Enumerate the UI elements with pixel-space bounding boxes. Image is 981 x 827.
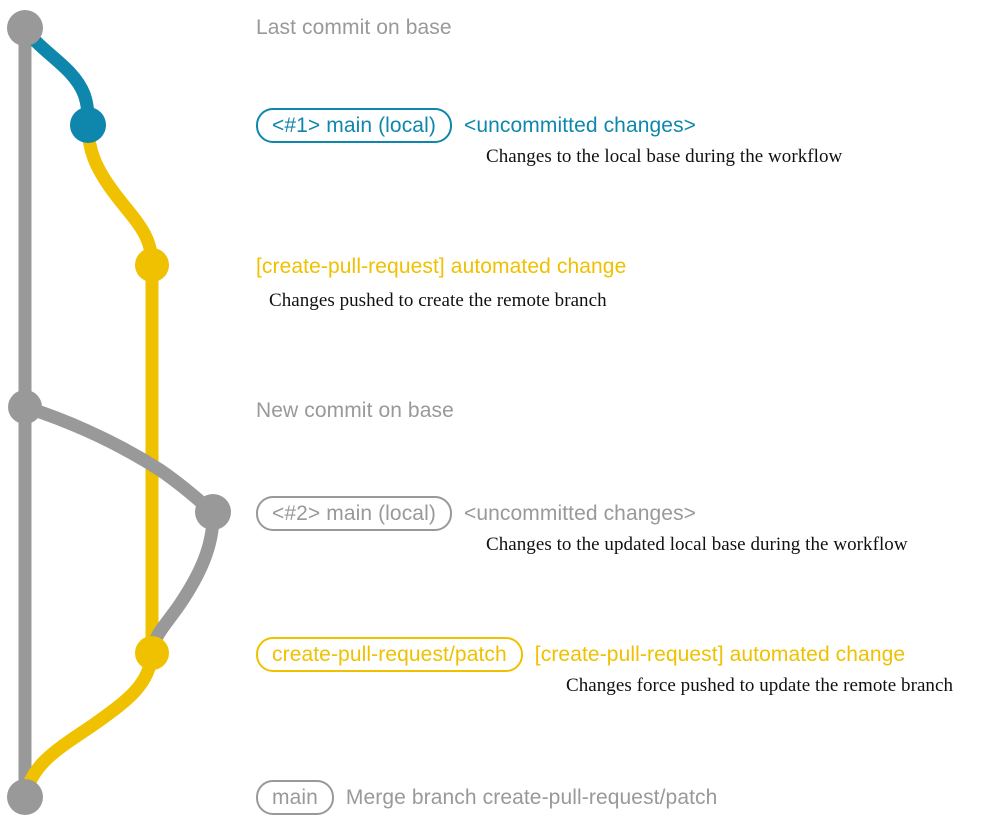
- branch-badge-local-main-2[interactable]: <#2> main (local): [256, 496, 452, 531]
- commit-node-automated-change-1[interactable]: [135, 248, 169, 282]
- commit-subject-local-main-1: <uncommitted changes>: [463, 114, 697, 137]
- commit-note-local-main-1: Changes to the local base during the wor…: [486, 146, 843, 167]
- commit-subject-automated-change-2: [create-pull-request] automated change: [534, 643, 906, 666]
- branch-badge-main[interactable]: main: [256, 780, 334, 815]
- branch-badge-create-pull-request-patch[interactable]: create-pull-request/patch: [256, 637, 523, 672]
- commit-subject-new-commit-on-base: New commit on base: [256, 399, 454, 422]
- commit-row-automated-change-2: create-pull-request/patch [create-pull-r…: [256, 637, 905, 672]
- commit-node-merge-commit[interactable]: [7, 779, 43, 815]
- commit-subject-local-main-2: <uncommitted changes>: [463, 502, 697, 525]
- commit-row-merge-commit: main Merge branch create-pull-request/pa…: [256, 780, 717, 815]
- commit-row-local-main-2: <#2> main (local) <uncommitted changes>: [256, 496, 696, 531]
- branch-badge-local-main-1[interactable]: <#1> main (local): [256, 108, 452, 143]
- commit-node-new-commit-on-base[interactable]: [8, 390, 42, 424]
- commit-subject-merge-commit: Merge branch create-pull-request/patch: [345, 786, 718, 809]
- commit-note-automated-change-1: Changes pushed to create the remote bran…: [269, 290, 607, 311]
- patch-merge-line: [18, 646, 159, 804]
- commit-node-last-commit-on-base[interactable]: [7, 10, 43, 46]
- patch-branch-upper-line: [81, 118, 159, 272]
- commit-row-local-main-1: <#1> main (local) <uncommitted changes>: [256, 108, 696, 143]
- commit-subject-last-commit-on-base: Last commit on base: [256, 16, 452, 39]
- commit-node-local-main-2[interactable]: [195, 494, 231, 530]
- commit-note-local-main-2: Changes to the updated local base during…: [486, 534, 908, 555]
- commit-subject-automated-change-1: [create-pull-request] automated change: [256, 255, 627, 278]
- commit-note-automated-change-2: Changes force pushed to update the remot…: [566, 675, 954, 696]
- commit-node-automated-change-2[interactable]: [135, 636, 169, 670]
- local-branch-gray-line: [18, 400, 220, 519]
- commit-node-local-main-1[interactable]: [70, 107, 106, 143]
- local-to-patch-gray-line: [145, 505, 220, 660]
